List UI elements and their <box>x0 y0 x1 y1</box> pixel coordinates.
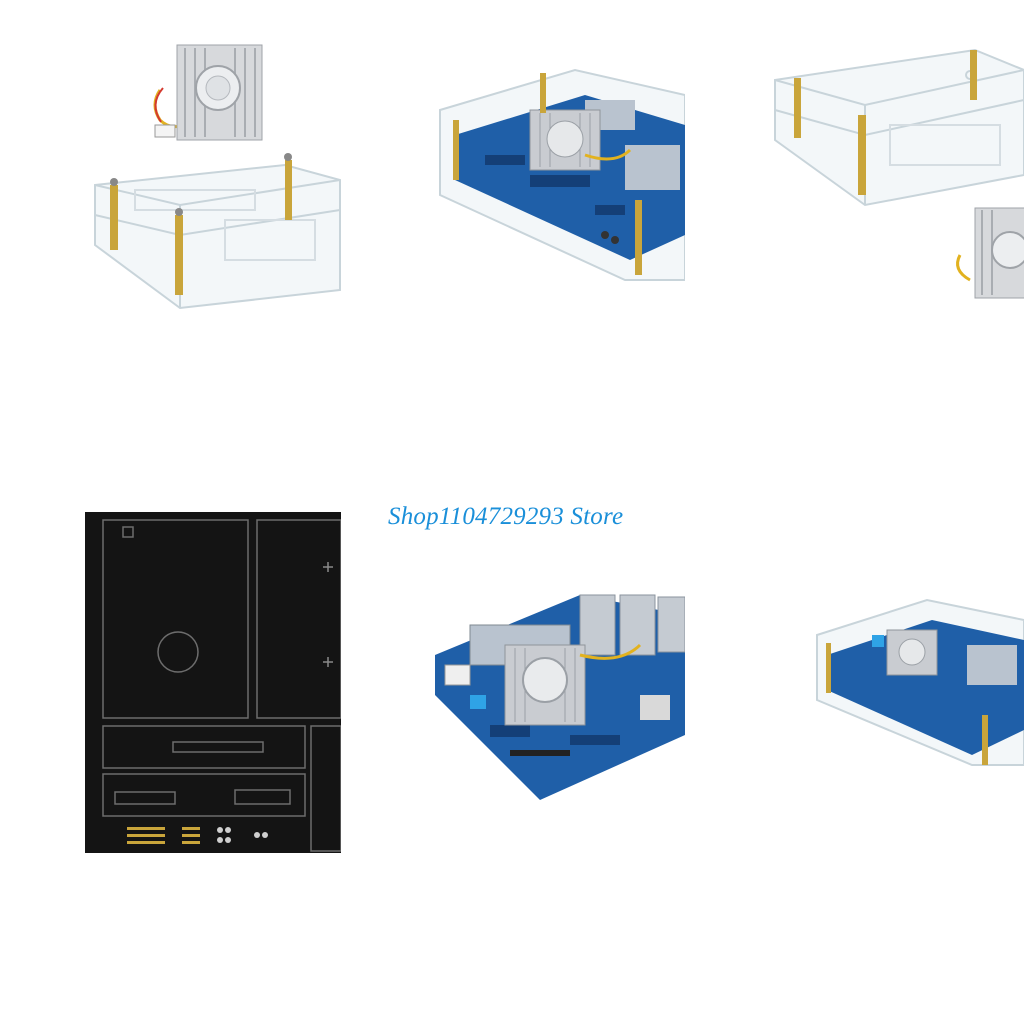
acrylic-case-icon <box>94 163 341 310</box>
heatsink-fan-icon <box>504 644 586 726</box>
acrylic-panel-icon <box>102 519 341 852</box>
photo-board-in-case-small <box>812 595 1024 770</box>
photo-board-heatsink <box>430 575 685 800</box>
photo-case-and-heatsink <box>770 40 1024 300</box>
photo-acrylic-panels <box>85 512 341 853</box>
acrylic-case-icon <box>774 48 1024 207</box>
circuit-board-icon <box>827 620 1024 755</box>
heatsink-icon <box>529 109 601 171</box>
standoff-icon <box>127 827 200 844</box>
photo-heatsink-and-case <box>85 40 347 315</box>
photo-board-in-case <box>435 55 685 285</box>
heatsink-fan-icon <box>153 44 263 141</box>
heatsink-fan-icon <box>956 207 1024 299</box>
store-watermark: Shop1104729293 Store <box>388 503 624 530</box>
screw-icon <box>217 827 268 843</box>
heatsink-icon <box>886 629 938 676</box>
